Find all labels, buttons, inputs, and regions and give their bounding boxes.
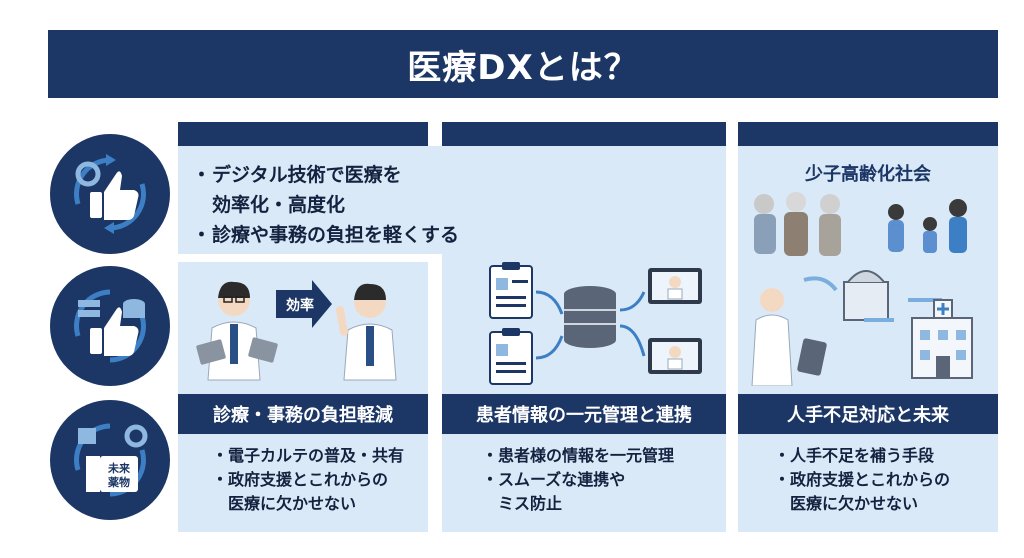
aging-society-illustration — [751, 192, 973, 386]
efficiency-arrow-label: 効率 — [286, 297, 314, 314]
top-bullets: ・デジタル技術で医療を 効率化・高度化 ・診療や事務の負担を軽くする — [192, 160, 459, 250]
left-bullet-2-cont: 医療に欠かせない — [228, 494, 357, 513]
right-header-strip — [738, 122, 998, 146]
middle-section-title: 患者情報の一元管理と連携 — [442, 394, 726, 434]
top-panel — [178, 146, 726, 254]
page-title: 医療DXとは？ — [48, 30, 998, 98]
left-section-title: 診療・事務の負担軽減 — [178, 394, 428, 434]
right-bullet-2-cont: 医療に欠かせない — [790, 494, 919, 513]
right-bullet-1: 人手不足を補う手段 — [790, 446, 935, 465]
middle-bullet-2: スムーズな連携や — [498, 470, 626, 489]
top-bullet-1-cont: 効率化・高度化 — [212, 194, 346, 216]
left-bullets: ・電子カルテの普及・共有 ・政府支援とこれからの 医療に欠かせない — [212, 444, 404, 516]
top-bullet-1: デジタル技術で医療を — [212, 164, 402, 186]
left-bullet-2: 政府支援とこれからの — [228, 470, 389, 489]
middle-bullet-2-cont: ミス防止 — [498, 494, 563, 513]
thumbs-up-hospital-icon: 未来 薬物 — [50, 400, 170, 520]
thumbs-up-gear-icon — [50, 134, 170, 254]
badge-line-2: 薬物 — [108, 475, 130, 489]
left-bullet-1: 電子カルテの普及・共有 — [228, 446, 405, 465]
right-bullet-2: 政府支援とこれからの — [790, 470, 951, 489]
right-bullets: ・人手不足を補う手段 ・政府支援とこれからの 医療に欠かせない — [774, 444, 950, 516]
data-integration-illustration — [489, 262, 702, 385]
badge-line-1: 未来 — [107, 461, 131, 475]
thumbs-up-server-icon — [50, 266, 170, 386]
left-header-strip — [178, 122, 428, 146]
doctor-efficiency-illustration: 効率 — [196, 280, 397, 381]
right-section-title: 人手不足対応と未来 — [738, 394, 998, 434]
top-bullet-2: 診療や事務の負担を軽くする — [212, 224, 460, 246]
middle-bullet-1: 患者様の情報を一元管理 — [498, 446, 675, 465]
aging-society-label: 少子高齢化社会 — [805, 164, 931, 185]
middle-header-strip — [442, 122, 726, 146]
middle-bullets: ・患者様の情報を一元管理 ・スムーズな連携や ミス防止 — [482, 444, 674, 516]
